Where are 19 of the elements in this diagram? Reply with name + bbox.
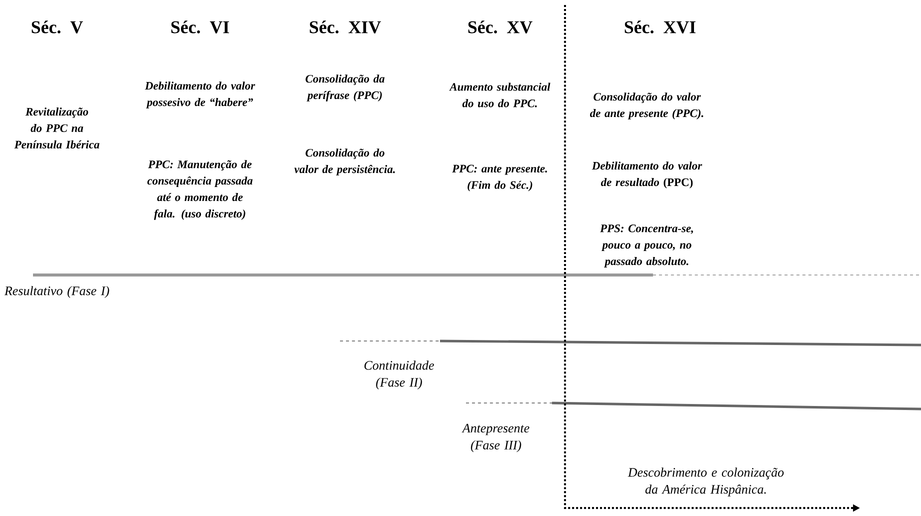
century-heading: Séc. XIV <box>310 20 381 34</box>
century-heading: Séc. V <box>32 20 83 34</box>
event-text: PPC: ante presente. (Fim do Séc.) <box>452 164 547 192</box>
phase-label: Antepresente (Fase III) <box>462 424 530 452</box>
phase-label: Resultativo (Fase I) <box>4 286 110 298</box>
event-text: Aumento substancial do uso do PPC. <box>449 82 550 108</box>
century-heading: Séc. XVI <box>624 20 696 34</box>
event-text: Debilitamento do valor de resultado (PPC) <box>592 162 702 188</box>
event-text: Revitalização do PPC na Península Ibérica <box>14 108 100 148</box>
event-text: Consolidação do valor de ante presente (PPC). <box>590 92 704 120</box>
phase-label: Descobrimento e colonização da América Hispânica. <box>628 468 784 496</box>
century-heading: Séc. XV <box>468 20 532 34</box>
event-text: Consolidação do valor de persistência. <box>294 148 395 176</box>
event-text: Debilitamento do valor possesivo de “habere” <box>144 82 256 108</box>
phase-label: Continuidade (Fase II) <box>364 360 434 390</box>
century-heading: Séc. VI <box>171 20 230 34</box>
event-text: PPC: Manutenção de consequência passada até o momento de fala. (uso discreto) <box>147 160 253 220</box>
event-text: PPS: Concentra-se, pouco a pouco, no passado absoluto. <box>600 224 693 268</box>
event-text: Consolidação da perífrase (PPC) <box>306 74 385 102</box>
